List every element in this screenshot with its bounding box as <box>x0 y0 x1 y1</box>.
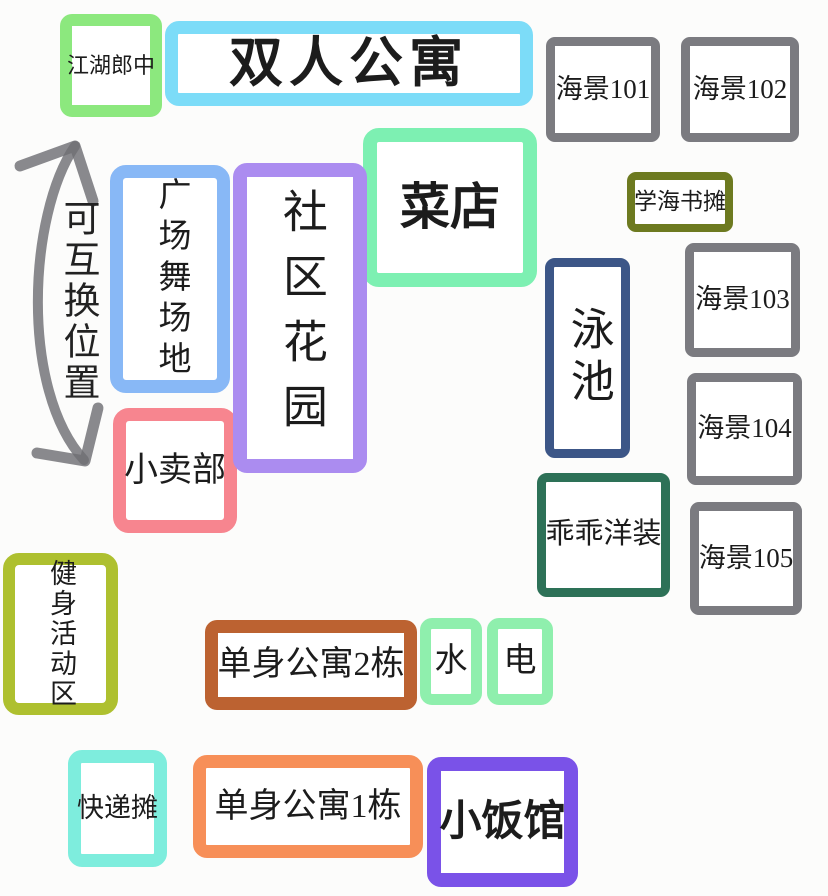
express-stand-label: 快递摊 <box>77 792 158 823</box>
location-electricity: 电 <box>487 618 553 705</box>
location-fitness-area: 健身活动区 <box>3 553 118 715</box>
location-swimming-pool: 泳池 <box>545 258 630 458</box>
square-dance-area-label: 广场舞场地 <box>152 176 189 382</box>
vegetable-store-label: 菜店 <box>400 178 500 235</box>
location-community-garden: 社区花园 <box>233 163 367 473</box>
single-apartment-1-label: 单身公寓1栋 <box>214 787 402 825</box>
single-apartment-2-label: 单身公寓2栋 <box>217 646 405 684</box>
community-garden-label: 社区花园 <box>275 188 326 448</box>
location-express-stand: 快递摊 <box>68 750 167 867</box>
fitness-area-label: 健身活动区 <box>46 559 77 709</box>
seaview-103-label: 海景103 <box>695 284 790 315</box>
location-square-dance-area: 广场舞场地 <box>110 165 230 393</box>
swap-note: 可互换位置 <box>50 194 104 408</box>
double-apartment-label: 双人公寓 <box>229 33 469 94</box>
seaview-104-label: 海景104 <box>697 413 792 444</box>
location-double-apartment: 双人公寓 <box>165 21 533 106</box>
seaview-105-label: 海景105 <box>698 542 794 573</box>
location-seaview-104: 海景104 <box>687 373 802 485</box>
jianghu-clinic-label: 江湖郎中 <box>67 52 156 78</box>
location-single-apartment-1: 单身公寓1栋 <box>193 755 423 858</box>
location-seaview-103: 海景103 <box>685 243 800 357</box>
book-stall-label: 学海书摊 <box>634 188 726 214</box>
small-shop-label: 小卖部 <box>124 451 226 489</box>
restaurant-label: 小饭馆 <box>439 798 566 845</box>
location-seaview-102: 海景102 <box>681 37 799 142</box>
seaview-101-label: 海景101 <box>555 73 651 104</box>
location-water: 水 <box>420 618 482 705</box>
location-book-stall: 学海书摊 <box>627 172 733 232</box>
location-small-shop: 小卖部 <box>113 408 237 533</box>
location-jianghu-clinic: 江湖郎中 <box>60 14 162 117</box>
dress-shop-label: 乖乖洋装 <box>545 518 662 551</box>
electricity-label: 电 <box>503 642 537 679</box>
location-seaview-105: 海景105 <box>690 502 802 615</box>
location-single-apartment-2: 单身公寓2栋 <box>205 620 417 710</box>
location-vegetable-store: 菜店 <box>363 128 537 287</box>
swimming-pool-label: 泳池 <box>563 306 613 410</box>
water-label: 水 <box>434 642 468 679</box>
location-restaurant: 小饭馆 <box>427 757 578 887</box>
location-seaview-101: 海景101 <box>546 37 660 142</box>
location-dress-shop: 乖乖洋装 <box>537 473 670 597</box>
seaview-102-label: 海景102 <box>692 73 788 104</box>
swap-note-label: 可互换位置 <box>57 198 98 404</box>
